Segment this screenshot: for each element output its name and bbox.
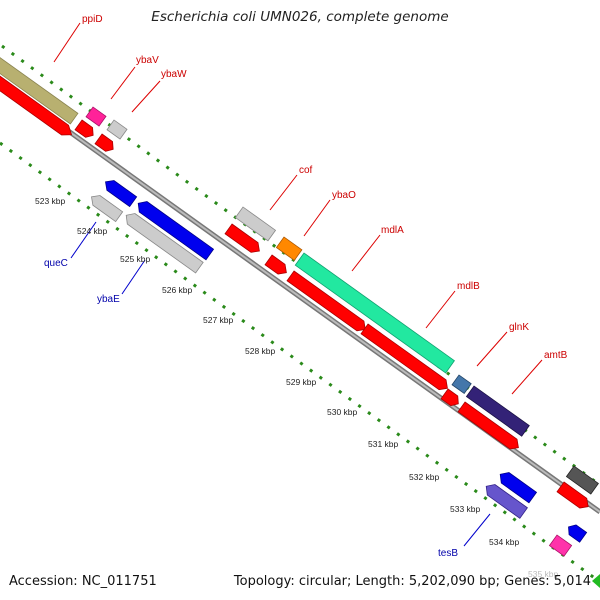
gene-ppiD[interactable] [0,53,79,125]
cds-mdlB[interactable] [360,323,451,393]
gene-cof[interactable] [234,206,277,242]
cds-ppiD[interactable] [0,73,75,140]
cds-ybaO[interactable] [264,254,290,278]
cds-cof[interactable] [224,223,263,256]
top-strand-genes [0,53,599,512]
label-glnK: glnK [509,322,529,333]
top-label-leaders [53,22,543,395]
gene-ybaW[interactable] [106,119,128,140]
label-mdlB: mdlB [457,281,480,292]
label-ybaV: ybaV [136,55,159,66]
gene-queC[interactable] [88,192,124,223]
label-amtB: amtB [544,350,568,361]
label-cof: cof [299,165,313,176]
gene-dark-gray-right[interactable] [565,465,599,495]
kbp-labels: 523 kbp 524 kbp 525 kbp 526 kbp 527 kbp … [35,196,559,579]
accession-text: Accession: NC_011751 [9,574,157,589]
gene-ybaE[interactable] [122,210,204,274]
label-ybaO: ybaO [332,190,356,201]
label-queC: queC [44,258,68,269]
gene-blue-long[interactable] [134,198,215,261]
kbp-label: 528 kbp [245,346,276,356]
bottom-strand-genes [88,177,600,588]
gene-tesB[interactable] [482,481,528,519]
gene-mdlA[interactable] [294,252,455,374]
kbp-label: 531 kbp [368,439,399,449]
kbp-label: 527 kbp [203,315,234,325]
genome-summary-text: Topology: circular; Length: 5,202,090 bp… [233,574,591,589]
kbp-label: 534 kbp [489,537,520,547]
kbp-label-faded: 535 kbp [528,569,559,579]
cds-glnK[interactable] [440,388,462,409]
lower-tick-line [0,141,600,584]
kbp-label: 529 kbp [286,377,317,387]
cds-amtB[interactable] [457,401,522,453]
page-title: Escherichia coli UMN026, complete genome [151,9,449,25]
green-marker [592,574,600,588]
cds-ybaW[interactable] [94,133,117,154]
bottom-gene-labels: queC ybaE tesB [44,258,458,559]
cds-right-edge[interactable] [556,481,592,512]
kbp-label: 532 kbp [409,472,440,482]
label-ybaE: ybaE [97,294,120,305]
kbp-label: 533 kbp [450,504,481,514]
gene-ybaV[interactable] [85,106,107,127]
gene-magenta-bottom[interactable] [548,534,573,557]
gene-queC-arrow[interactable] [102,177,138,208]
cds-ybaV[interactable] [74,119,97,140]
label-ybaW: ybaW [161,69,187,80]
bottom-label-leaders [70,221,491,547]
gene-blue-small-right[interactable] [565,522,588,543]
kbp-label: 530 kbp [327,407,358,417]
kbp-label: 524 kbp [77,226,108,236]
cds-mdlA[interactable] [286,270,369,334]
label-tesB: tesB [438,548,458,559]
gene-amtB[interactable] [465,385,530,437]
gene-glnK[interactable] [451,374,472,395]
label-mdlA: mdlA [381,225,404,236]
kbp-label: 525 kbp [120,254,151,264]
kbp-label: 523 kbp [35,196,66,206]
top-gene-labels: ppiD ybaV ybaW cof ybaO mdlA mdlB glnK a… [82,14,568,361]
gene-blue-right[interactable] [496,469,538,504]
label-ppiD: ppiD [82,14,103,25]
gene-ybaO[interactable] [275,236,303,261]
kbp-label: 526 kbp [162,285,193,295]
